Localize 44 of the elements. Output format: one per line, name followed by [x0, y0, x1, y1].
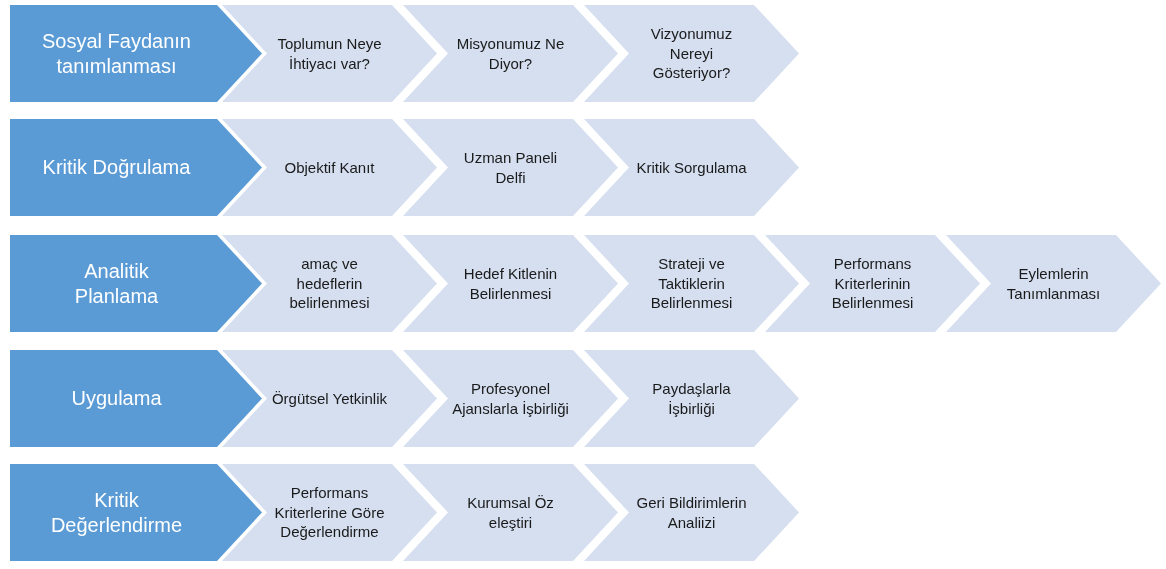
step-chevron-box [765, 235, 980, 332]
step-chevron-box [584, 119, 799, 216]
step-label: Kurumsal Öz eleştiri [466, 493, 555, 532]
stage-chevron-box [10, 5, 262, 102]
stage-chevron-box [10, 119, 262, 216]
step-label: Kritik Sorgulama [636, 157, 747, 178]
step-label: Toplumun Neye İhtiyacı var? [276, 34, 383, 73]
step-label: Performans Kriterlerinin Belirlenmesi [830, 254, 915, 313]
stage-chevron-box [10, 464, 262, 561]
step-chevron-box [222, 235, 437, 332]
step-chevron-box [584, 350, 799, 447]
step-chevron-box [403, 119, 618, 216]
step-chevron-box [222, 5, 437, 102]
step-label: Eylemlerin Tanımlanması [1005, 264, 1102, 303]
stage-label: Uygulama [71, 386, 162, 411]
stage-label: Analitik Planlama [73, 258, 160, 309]
step-label: Geri Bildirimlerin Analiizi [635, 493, 748, 532]
step-chevron-box [584, 235, 799, 332]
step-label: Örgütsel Yetkinlik [271, 388, 388, 409]
step-label: Profesyonel Ajanslarla İşbirliği [451, 379, 570, 418]
stage-chevron-box [10, 350, 262, 447]
step-chevron-box [403, 350, 618, 447]
step-label: Performans Kriterlerine Göre Değerlendirme [273, 483, 386, 542]
step-label: Hedef Kitlenin Belirlenmesi [462, 264, 559, 303]
step-chevron-box [222, 119, 437, 216]
stage-label: Kritik Doğrulama [42, 155, 191, 180]
step-label: Paydaşlarla İşbirliği [651, 379, 732, 418]
step-label: Strateji ve Taktiklerin Belirlenmesi [649, 254, 734, 313]
step-label: Uzman Paneli Delfi [462, 148, 559, 187]
step-label: Objektif Kanıt [284, 157, 375, 178]
step-chevron-box [403, 464, 618, 561]
stage-chevron-box [10, 235, 262, 332]
step-chevron-box [584, 5, 799, 102]
step-chevron-box [584, 464, 799, 561]
stage-label: Kritik Değerlendirme [49, 487, 184, 538]
step-chevron-box [403, 5, 618, 102]
step-chevron-box [222, 464, 437, 561]
step-chevron-box [222, 350, 437, 447]
step-label: Misyonumuz Ne Diyor? [455, 34, 566, 73]
step-chevron-box [403, 235, 618, 332]
step-chevron-box [946, 235, 1161, 332]
step-label: Vizyonumuz Nereyi Gösteriyor? [649, 24, 734, 83]
stage-label: Sosyal Faydanın tanımlanması [41, 28, 192, 79]
step-label: amaç ve hedeflerin belirlenmesi [288, 254, 371, 313]
